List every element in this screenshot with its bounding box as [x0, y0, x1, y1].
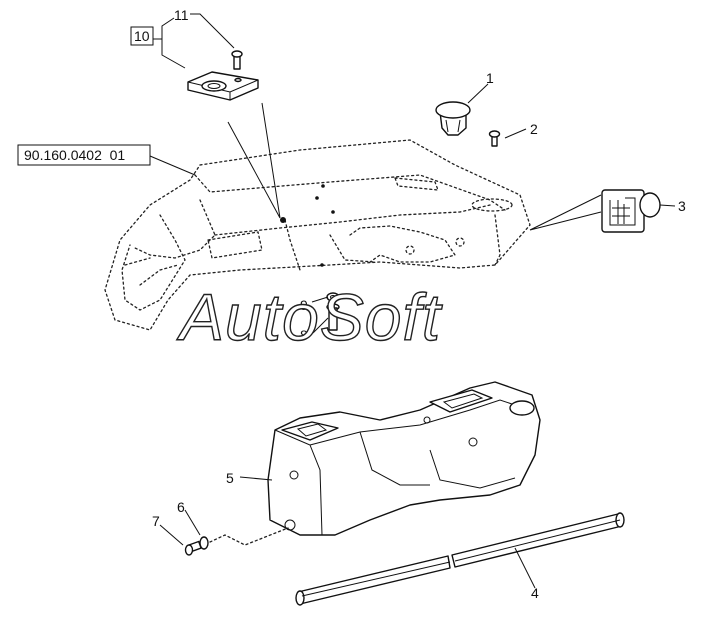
trim-strip [295, 512, 625, 606]
reference-label: 90.160.0402 01 [24, 147, 125, 163]
watermark: AutoSoft [176, 280, 443, 354]
bracket-screw [231, 50, 243, 70]
small-screw [488, 130, 501, 147]
callout-4: 4 [531, 585, 539, 601]
console-housing-outline [104, 139, 531, 331]
callout-1: 1 [486, 70, 494, 86]
console-housing [267, 381, 541, 536]
edge-trim-profile [601, 189, 661, 233]
screw [184, 540, 202, 556]
mounting-bracket [187, 71, 259, 101]
callout-6: 6 [177, 499, 185, 515]
callout-5: 5 [226, 470, 234, 486]
cap-plug [435, 101, 471, 136]
callout-3: 3 [678, 198, 686, 214]
callout-8: 8 [300, 327, 308, 343]
callout-10-box [130, 26, 154, 46]
leader-lines-lower [159, 476, 536, 589]
callout-9: 9 [300, 297, 308, 313]
callout-10: 10 [134, 28, 150, 44]
callout-11: 11 [174, 7, 189, 23]
callout-2: 2 [530, 121, 538, 137]
reference-label-box [17, 144, 151, 166]
callout-7: 7 [152, 513, 160, 529]
leader-lines-upper [149, 13, 676, 334]
o-ring-washer [199, 536, 209, 550]
bolt [326, 303, 340, 331]
